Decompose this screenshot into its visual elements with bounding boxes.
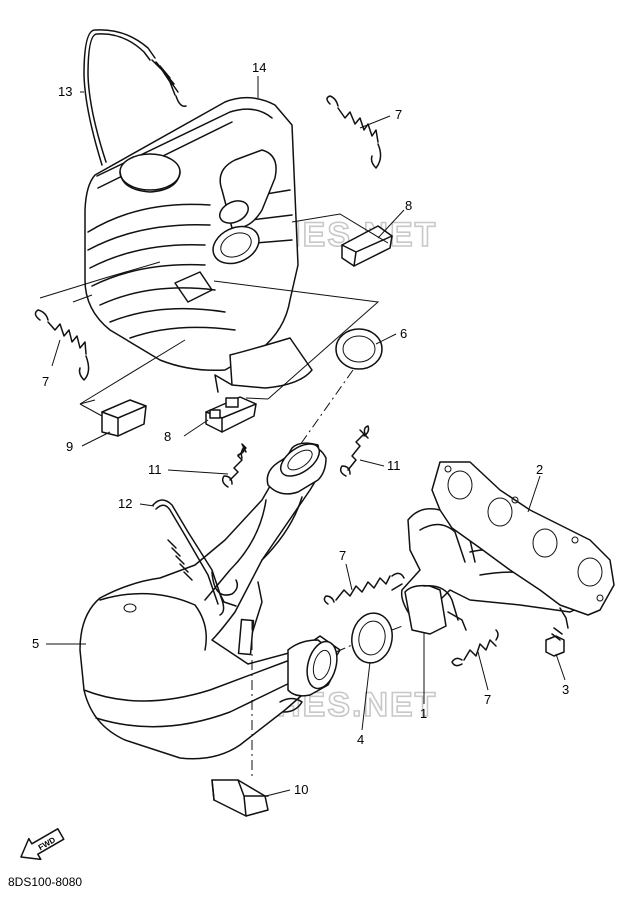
leader-7-upper <box>359 115 391 129</box>
callout-4[interactable]: 4 <box>357 732 364 747</box>
callout-6[interactable]: 6 <box>400 326 407 341</box>
hanger-rod-part-13[interactable] <box>83 29 187 166</box>
spring-part-7-upper[interactable] <box>326 95 382 169</box>
callout-7-lower[interactable]: 7 <box>484 692 491 707</box>
leader-11-left <box>167 469 229 475</box>
leader-10 <box>265 789 291 797</box>
leader-2 <box>527 475 541 513</box>
leader-9 <box>81 431 111 447</box>
diagram-code: 8DS100-8080 <box>8 875 82 889</box>
leader-3 <box>555 653 566 681</box>
spring-part-7-middle[interactable] <box>323 572 405 605</box>
leader-4 <box>361 661 371 731</box>
spring-part-7-left[interactable] <box>34 309 90 381</box>
callout-9[interactable]: 9 <box>66 439 73 454</box>
expansion-chamber-part-5[interactable] <box>79 438 342 760</box>
callout-5[interactable]: 5 <box>32 636 39 651</box>
gasket-part-6[interactable] <box>335 328 383 370</box>
leader-11-right <box>359 459 385 467</box>
hanger-part-12[interactable] <box>152 499 239 616</box>
callout-14[interactable]: 14 <box>252 60 266 75</box>
leader-6 <box>375 333 397 345</box>
muffler-part-14[interactable] <box>84 96 313 393</box>
callout-2[interactable]: 2 <box>536 462 543 477</box>
spring-part-11-left[interactable] <box>221 443 247 488</box>
leader-12 <box>139 503 155 507</box>
callout-10[interactable]: 10 <box>294 782 308 797</box>
callout-8-upper[interactable]: 8 <box>405 198 412 213</box>
callout-7-left[interactable]: 7 <box>42 374 49 389</box>
damper-part-8-lower[interactable] <box>205 396 257 433</box>
damper-part-10[interactable] <box>211 779 269 817</box>
callout-13[interactable]: 13 <box>58 84 72 99</box>
leader-8-upper <box>377 209 405 239</box>
callout-7-upper[interactable]: 7 <box>395 107 402 122</box>
leader-7-lower <box>477 651 489 691</box>
gasket-part-2[interactable] <box>431 461 615 616</box>
callout-11-left[interactable]: 11 <box>148 462 162 477</box>
fwd-arrow-icon: FWD <box>20 828 65 861</box>
damper-part-9[interactable] <box>101 399 147 437</box>
callout-8-lower[interactable]: 8 <box>164 429 171 444</box>
gasket-part-4[interactable] <box>348 610 396 666</box>
spring-part-7-lower[interactable] <box>451 629 499 667</box>
callout-7-middle[interactable]: 7 <box>339 548 346 563</box>
leader-7-middle <box>345 563 353 591</box>
spring-part-11-right[interactable] <box>339 425 370 477</box>
callout-12[interactable]: 12 <box>118 496 132 511</box>
bolt-part-3[interactable] <box>545 607 569 657</box>
leader-7-left <box>51 339 61 367</box>
callout-1[interactable]: 1 <box>420 706 427 721</box>
callout-11-right[interactable]: 11 <box>387 458 401 473</box>
callout-3[interactable]: 3 <box>562 682 569 697</box>
leader-8-lower <box>183 419 209 437</box>
